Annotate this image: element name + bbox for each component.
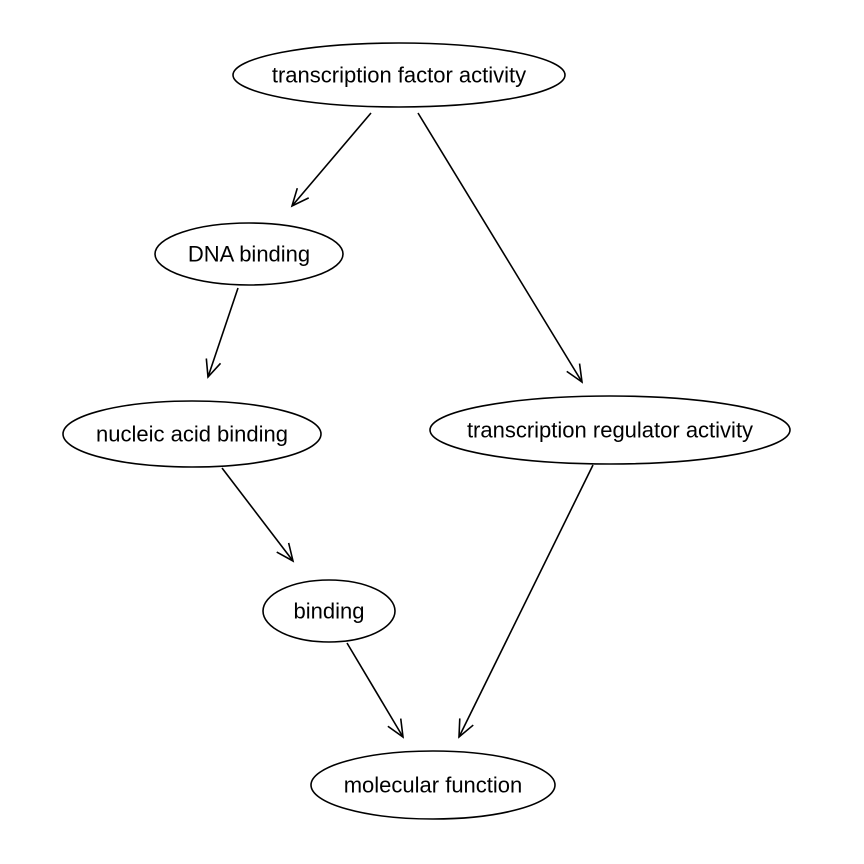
node-ellipse-dna-binding <box>154 222 344 286</box>
node-ellipse-transcription-factor-activity <box>232 42 566 108</box>
edge-transcription-factor-activity-to-dna-binding <box>290 112 372 208</box>
node-label-binding: binding <box>294 599 365 624</box>
edge-dna-binding-to-nucleic-acid-binding <box>205 287 239 379</box>
node-label-molecular-function: molecular function <box>344 773 523 798</box>
edge-transcription-factor-activity-to-transcription-regulator-activity <box>417 112 584 384</box>
node-label-transcription-factor-activity: transcription factor activity <box>272 63 526 88</box>
edges-layer <box>205 112 594 739</box>
node-label-transcription-regulator-activity: transcription regulator activity <box>467 418 753 443</box>
edge-nucleic-acid-binding-to-binding <box>221 467 295 563</box>
node-ellipse-molecular-function <box>310 750 556 820</box>
edge-binding-to-molecular-function <box>346 642 405 739</box>
node-ellipse-nucleic-acid-binding <box>62 400 322 468</box>
node-ellipse-transcription-regulator-activity <box>429 395 791 465</box>
node-label-nucleic-acid-binding: nucleic acid binding <box>96 422 288 447</box>
node-label-dna-binding: DNA binding <box>188 242 310 267</box>
node-ellipse-binding <box>262 579 396 643</box>
edge-transcription-regulator-activity-to-molecular-function <box>458 464 594 739</box>
